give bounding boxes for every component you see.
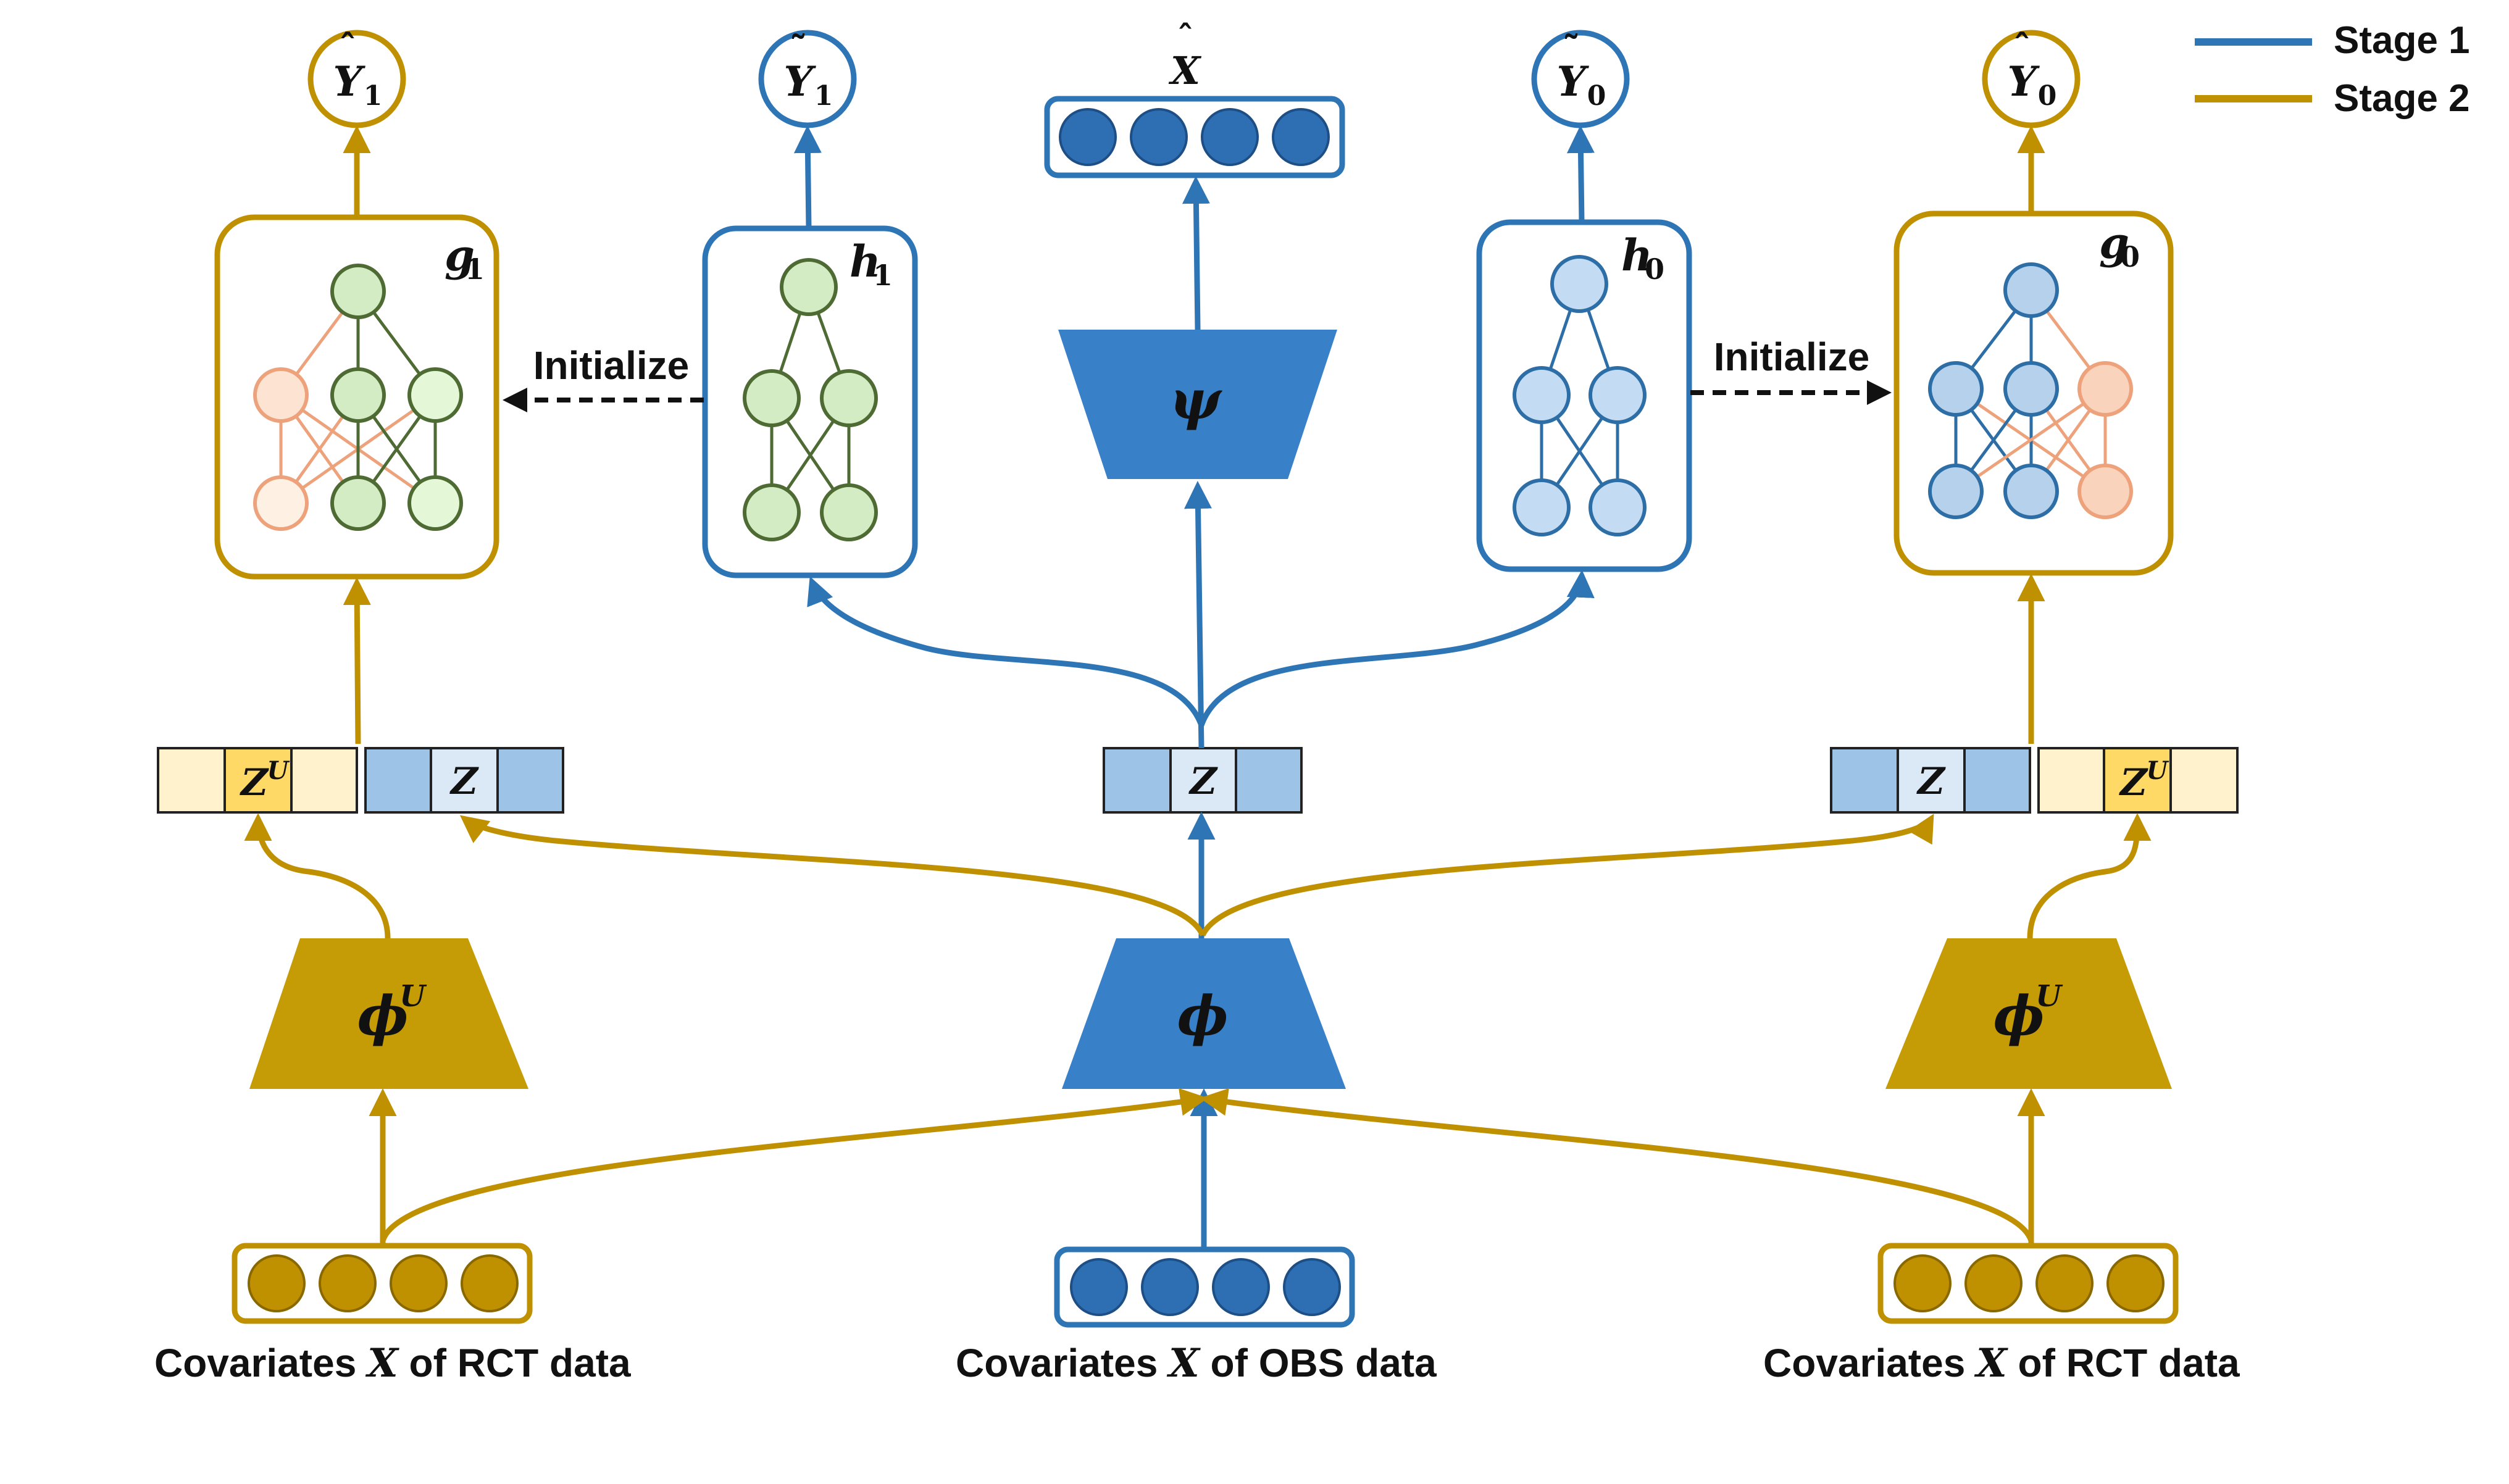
output-y1-tilde-base: Y bbox=[783, 57, 816, 106]
caption-right-post: of RCT data bbox=[2007, 1341, 2240, 1385]
psi-label: ψ bbox=[1170, 367, 1223, 431]
network-h0: h 0 bbox=[1476, 219, 1692, 572]
g1-label: g bbox=[445, 230, 475, 281]
caption-right-var: X bbox=[1974, 1340, 2008, 1386]
x-hat-reconstruction: X ˆ bbox=[1044, 18, 1345, 178]
rep-left-z: Z bbox=[364, 747, 564, 814]
output-y0-tilde-base: Y bbox=[1556, 57, 1589, 106]
legend: Stage 1 Stage 2 bbox=[2195, 19, 2470, 120]
g0-sub: 0 bbox=[2120, 240, 2140, 273]
initialize-left-label: Initialize bbox=[533, 343, 690, 388]
network-h1: h 1 bbox=[702, 225, 918, 578]
zu-right-sup: U bbox=[2147, 756, 2169, 785]
caption-center-pre: Covariates bbox=[956, 1341, 1169, 1385]
initialize-left-arrow: Initialize bbox=[503, 343, 704, 412]
network-g1: g 1 bbox=[214, 214, 499, 580]
decoder-psi: ψ bbox=[1058, 330, 1337, 479]
legend-stage2-label: Stage 2 bbox=[2334, 77, 2470, 120]
rep-right-z: Z bbox=[1830, 747, 2031, 814]
h0-sub: 0 bbox=[1645, 252, 1664, 286]
output-y1-tilde-node: Y ˜ 1 bbox=[758, 28, 857, 128]
legend-stage1-label: Stage 1 bbox=[2334, 19, 2470, 62]
rep-right-zu: Z U bbox=[2037, 747, 2239, 814]
encoder-phi-u-left: ϕ U bbox=[249, 938, 528, 1089]
network-g0: g 0 bbox=[1893, 211, 2174, 576]
input-obs-center bbox=[1054, 1246, 1355, 1328]
input-rct-right-caption: Covariates X of RCT data bbox=[1763, 1340, 2240, 1386]
z-center-label: Z bbox=[1188, 760, 1218, 803]
stage1-arrows bbox=[793, 125, 1595, 1249]
z-right-label: Z bbox=[1916, 760, 1946, 803]
rep-center-z: Z bbox=[1103, 747, 1303, 814]
caption-center-var: X bbox=[1166, 1340, 1201, 1386]
z-left-label: Z bbox=[449, 760, 479, 803]
output-y0-hat-accent: ˆ bbox=[2013, 27, 2031, 69]
phi-u-right-sup: U bbox=[2035, 979, 2063, 1014]
input-obs-caption: Covariates X of OBS data bbox=[956, 1340, 1437, 1386]
caption-left-pre: Covariates bbox=[154, 1341, 367, 1385]
g1-sub: 1 bbox=[465, 252, 485, 286]
h1-label: h bbox=[850, 236, 881, 287]
output-y0-hat-base: Y bbox=[2007, 57, 2040, 106]
output-y1-tilde-accent: ˜ bbox=[790, 28, 808, 70]
output-y0-hat-sub: 0 bbox=[2038, 80, 2057, 112]
g0-label: g bbox=[2099, 217, 2129, 269]
output-y0-tilde-sub: 0 bbox=[1587, 80, 1606, 112]
output-y0-tilde-node: Y ˜ 0 bbox=[1531, 28, 1630, 128]
input-rct-right bbox=[1877, 1243, 2179, 1324]
zu-right-label: Z bbox=[2119, 761, 2148, 804]
output-y0-tilde-accent: ˜ bbox=[1563, 28, 1580, 70]
output-y0-hat-node: Y ˆ 0 bbox=[1982, 27, 2081, 128]
caption-left-var: X bbox=[365, 1340, 399, 1386]
caption-center-post: of OBS data bbox=[1200, 1341, 1437, 1385]
initialize-right-arrow: Initialize bbox=[1690, 335, 1892, 405]
zu-left-sup: U bbox=[267, 756, 290, 785]
encoder-phi-u-right: ϕ U bbox=[1885, 938, 2172, 1089]
rep-left-zu: Z U bbox=[157, 747, 358, 814]
stage2-arrows bbox=[244, 125, 2152, 1246]
phi-label: ϕ bbox=[1177, 983, 1229, 1048]
caption-right-pre: Covariates bbox=[1763, 1341, 1976, 1385]
caption-left-post: of RCT data bbox=[398, 1341, 631, 1385]
output-y1-hat-sub: 1 bbox=[364, 80, 383, 112]
x-hat-label: X bbox=[1168, 48, 1202, 93]
zu-left-label: Z bbox=[240, 761, 269, 804]
encoder-phi: ϕ bbox=[1062, 938, 1346, 1089]
x-hat-accent: ˆ bbox=[1177, 18, 1194, 57]
output-y1-hat-accent: ˆ bbox=[339, 27, 357, 69]
input-rct-left-caption: Covariates X of RCT data bbox=[154, 1340, 631, 1386]
output-y1-tilde-sub: 1 bbox=[814, 80, 833, 112]
initialize-right-label: Initialize bbox=[1714, 335, 1870, 379]
phi-u-left-label: ϕ bbox=[357, 983, 409, 1048]
output-y1-hat-node: Y ˆ 1 bbox=[307, 27, 406, 128]
h0-label: h bbox=[1621, 230, 1653, 281]
h1-sub: 1 bbox=[873, 259, 893, 292]
phi-u-right-label: ϕ bbox=[1993, 983, 2045, 1048]
output-y1-hat-base: Y bbox=[333, 57, 365, 106]
input-rct-left bbox=[232, 1243, 533, 1324]
phi-u-left-sup: U bbox=[399, 979, 427, 1014]
